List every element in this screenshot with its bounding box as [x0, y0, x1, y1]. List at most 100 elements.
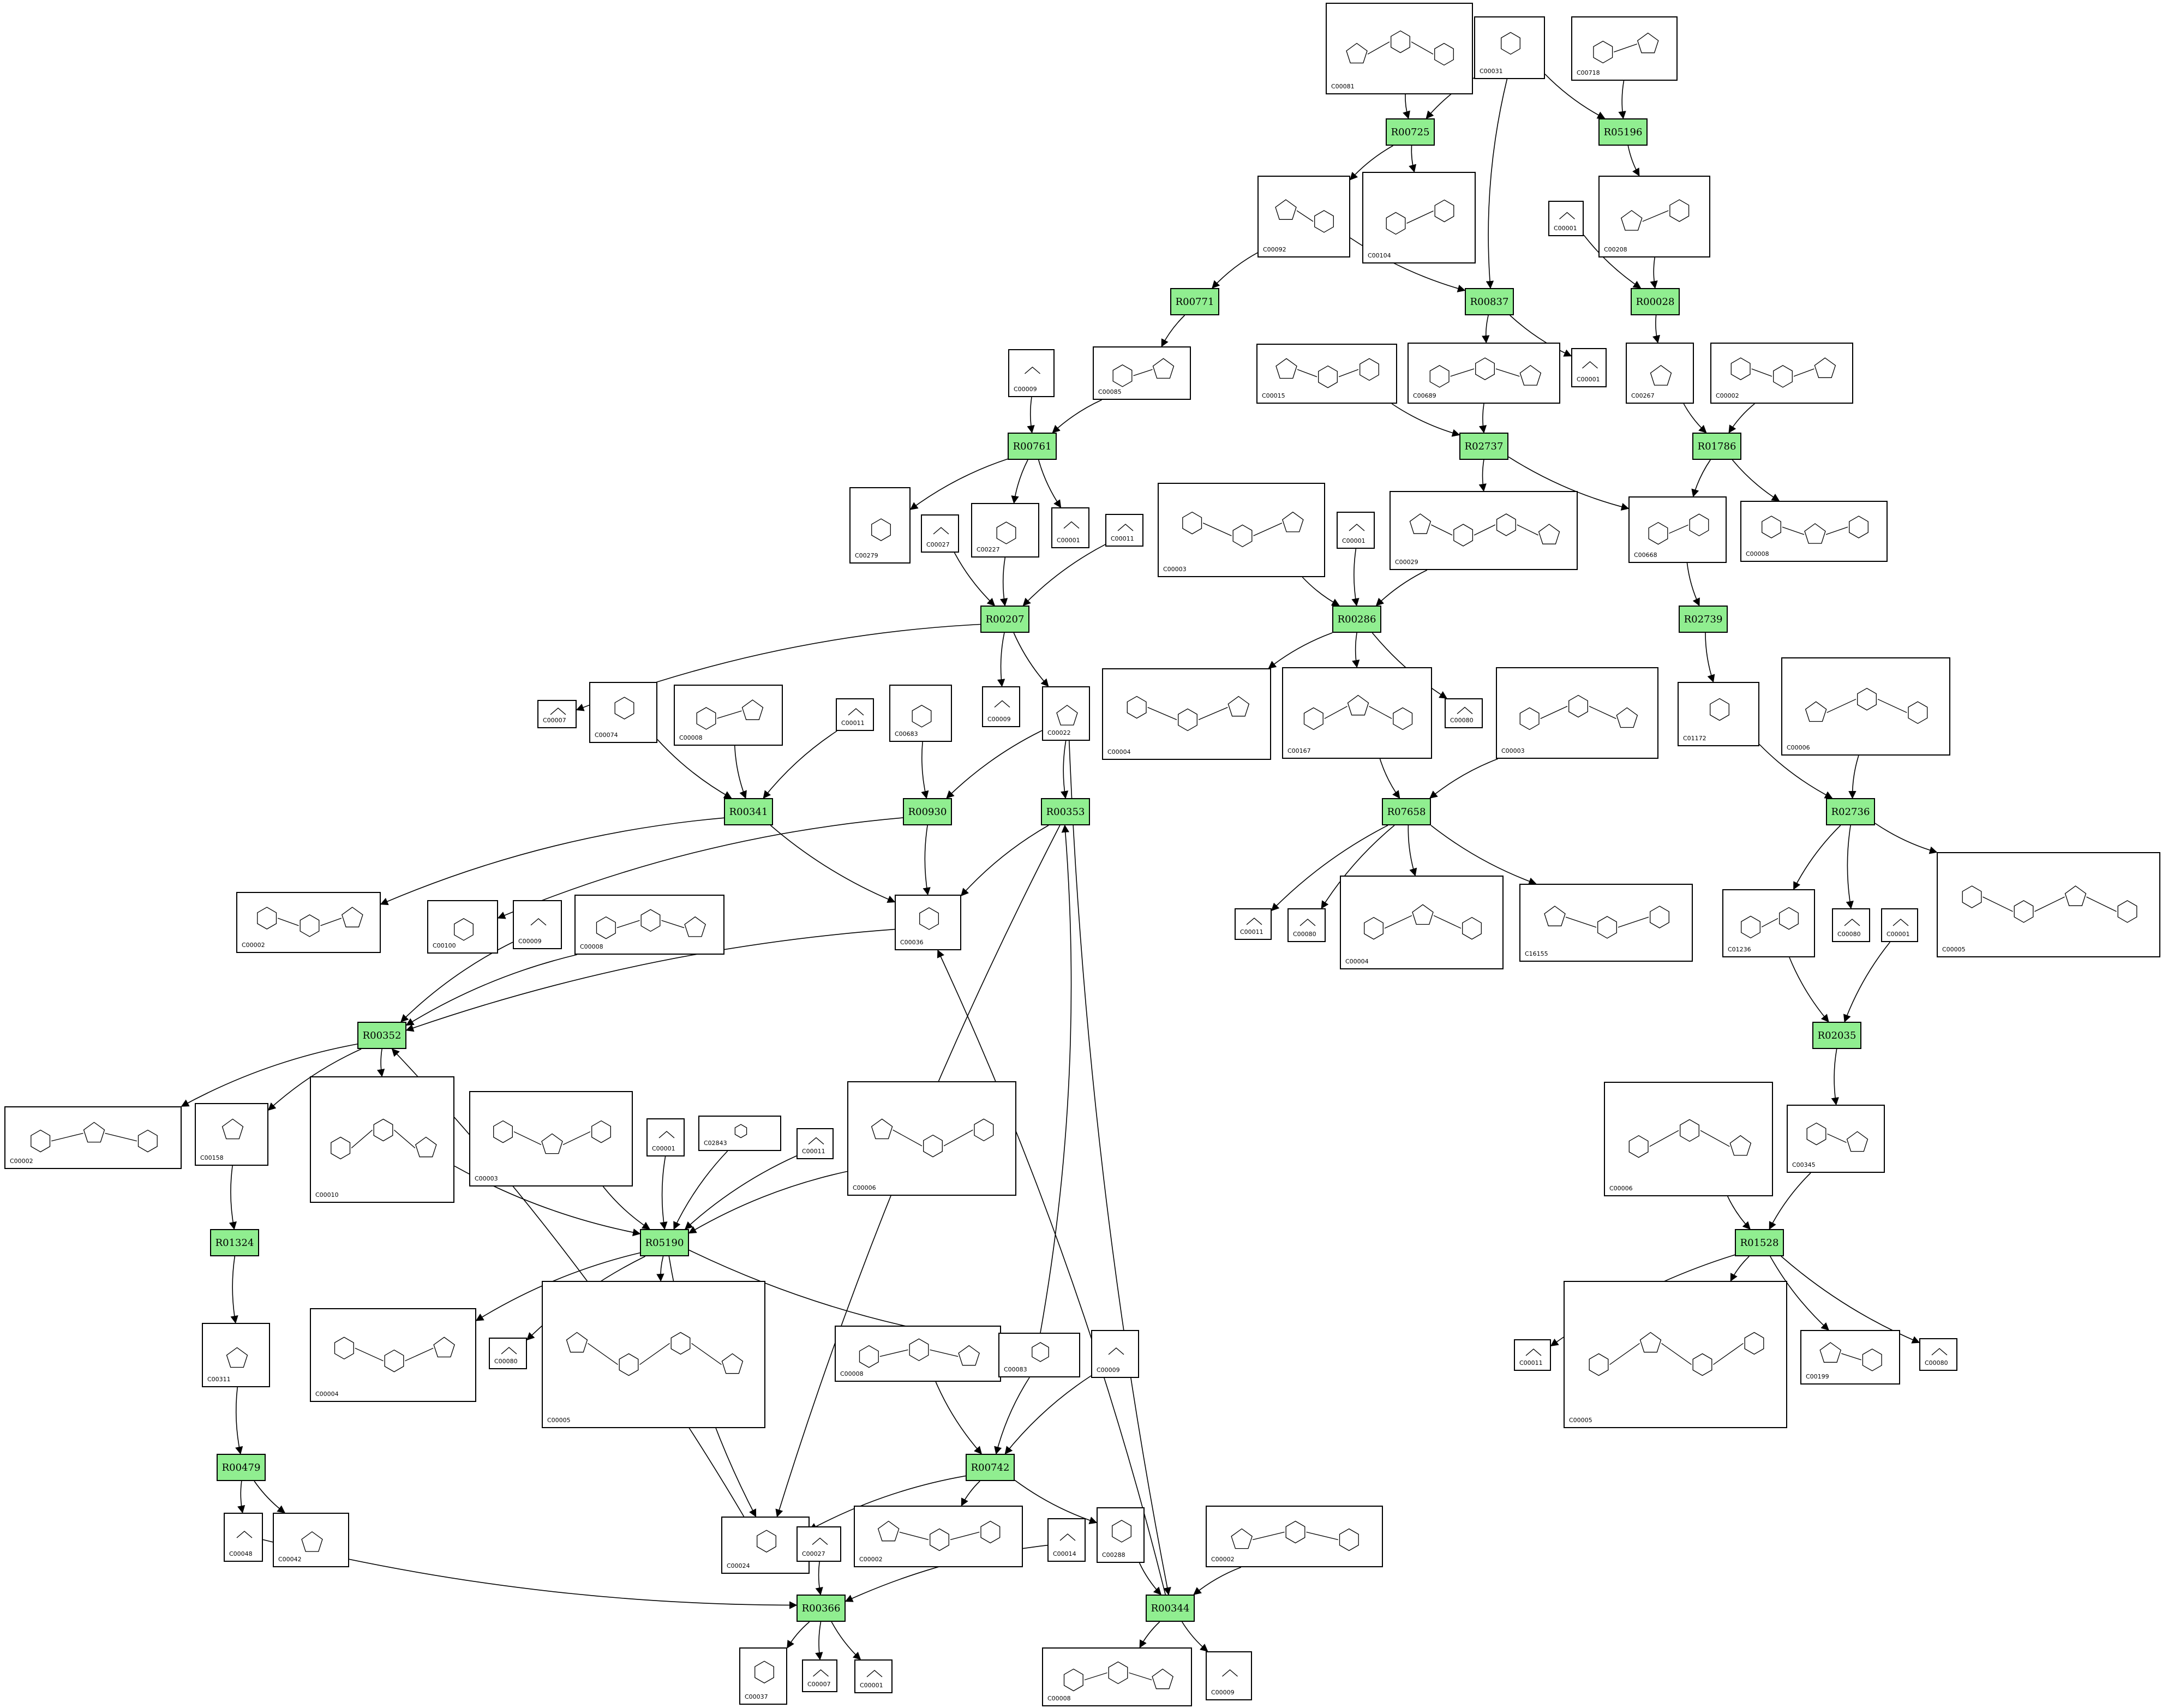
reaction-node[interactable]: R00479 [217, 1454, 266, 1481]
compound-node[interactable]: C00027 [921, 514, 959, 553]
compound-node[interactable]: C00080 [489, 1338, 527, 1369]
reaction-node[interactable]: R01528 [1735, 1229, 1784, 1256]
compound-node[interactable]: C01172 [1678, 682, 1759, 746]
compound-node[interactable]: C00011 [836, 698, 874, 731]
compound-node[interactable]: C00001 [1548, 201, 1584, 236]
reaction-node[interactable]: R07658 [1382, 798, 1431, 825]
compound-node[interactable]: C00003 [469, 1091, 633, 1186]
reaction-node[interactable]: R00352 [357, 1022, 406, 1049]
compound-node[interactable]: C00008 [835, 1326, 1001, 1382]
reaction-node[interactable]: R00771 [1170, 288, 1219, 315]
compound-node[interactable]: C00001 [646, 1118, 685, 1156]
compound-node[interactable]: C00001 [1881, 908, 1918, 942]
compound-node[interactable]: C00311 [202, 1323, 270, 1387]
reaction-node[interactable]: R01324 [210, 1229, 259, 1256]
reaction-node[interactable]: R00761 [1008, 433, 1057, 460]
reaction-node[interactable]: R00837 [1465, 288, 1514, 315]
compound-node[interactable]: C00036 [895, 895, 961, 950]
reaction-node[interactable]: R00930 [903, 798, 952, 825]
compound-node[interactable]: C00009 [1091, 1330, 1139, 1378]
compound-node[interactable]: C01236 [1722, 889, 1815, 957]
compound-node[interactable]: C00002 [1206, 1506, 1383, 1567]
reaction-node[interactable]: R00207 [980, 606, 1029, 633]
compound-node[interactable]: C00015 [1256, 344, 1397, 404]
compound-node[interactable]: C00004 [1102, 668, 1271, 760]
compound-node[interactable]: C00001 [1337, 512, 1375, 549]
compound-node[interactable]: C00009 [1008, 349, 1055, 397]
compound-node[interactable]: C00005 [1564, 1281, 1787, 1428]
compound-node[interactable]: C00718 [1571, 16, 1678, 81]
compound-node[interactable]: C00668 [1628, 496, 1727, 563]
compound-node[interactable]: C00011 [1514, 1339, 1551, 1371]
compound-node[interactable]: C00006 [1781, 657, 1950, 756]
compound-node[interactable]: C00002 [4, 1106, 182, 1169]
reaction-node[interactable]: R00344 [1146, 1595, 1195, 1622]
compound-node[interactable]: C00279 [849, 487, 911, 564]
compound-node[interactable]: C00006 [847, 1081, 1016, 1196]
compound-node[interactable]: C00683 [889, 685, 952, 742]
compound-node[interactable]: C00080 [1919, 1338, 1957, 1371]
compound-node[interactable]: C00006 [1604, 1082, 1773, 1196]
compound-node[interactable]: C00024 [721, 1517, 810, 1574]
compound-node[interactable]: C00048 [224, 1513, 263, 1562]
compound-node[interactable]: C00092 [1257, 176, 1350, 257]
reaction-node[interactable]: R00028 [1631, 288, 1680, 315]
compound-node[interactable]: C00001 [854, 1659, 893, 1693]
compound-node[interactable]: C00037 [739, 1647, 787, 1705]
reaction-node[interactable]: R02739 [1679, 606, 1728, 633]
reaction-node[interactable]: R01786 [1692, 433, 1741, 460]
compound-node[interactable]: C00007 [802, 1659, 837, 1692]
compound-node[interactable]: C00100 [427, 900, 498, 954]
compound-node[interactable]: C00009 [982, 686, 1020, 727]
compound-node[interactable]: C00208 [1598, 176, 1710, 257]
compound-node[interactable]: C00009 [513, 900, 562, 949]
compound-node[interactable]: C00085 [1093, 346, 1191, 400]
compound-node[interactable]: C00010 [310, 1076, 454, 1203]
compound-node[interactable]: C00004 [310, 1308, 476, 1402]
compound-node[interactable]: C00199 [1800, 1330, 1900, 1385]
compound-node[interactable]: C00002 [854, 1506, 1023, 1567]
reaction-node[interactable]: R00341 [724, 798, 773, 825]
compound-node[interactable]: C00005 [1937, 852, 2160, 957]
compound-node[interactable]: C00288 [1097, 1507, 1145, 1563]
reaction-node[interactable]: R02737 [1459, 433, 1508, 460]
reaction-node[interactable]: R00366 [796, 1595, 846, 1622]
compound-node[interactable]: C00031 [1474, 16, 1545, 79]
compound-node[interactable]: C00022 [1042, 686, 1090, 741]
compound-node[interactable]: C00267 [1626, 343, 1694, 404]
compound-node[interactable]: C02843 [698, 1116, 781, 1151]
reaction-node[interactable]: R00742 [966, 1454, 1015, 1481]
compound-node[interactable]: C00002 [236, 892, 381, 953]
compound-node[interactable]: C00001 [1051, 507, 1089, 548]
compound-node[interactable]: C00158 [195, 1103, 268, 1166]
compound-node[interactable]: C00080 [1287, 908, 1326, 942]
compound-node[interactable]: C00027 [796, 1526, 841, 1562]
compound-node[interactable]: C00011 [796, 1128, 834, 1159]
compound-node[interactable]: C00003 [1158, 483, 1325, 577]
compound-node[interactable]: C00009 [1206, 1651, 1252, 1700]
compound-node[interactable]: C00008 [674, 685, 783, 746]
compound-node[interactable]: C00167 [1282, 667, 1432, 759]
compound-node[interactable]: C00014 [1047, 1518, 1086, 1562]
reaction-node[interactable]: R02736 [1826, 798, 1875, 825]
compound-node[interactable]: C00042 [273, 1513, 349, 1567]
reaction-node[interactable]: R00725 [1386, 118, 1435, 146]
reaction-node[interactable]: R05190 [640, 1229, 689, 1256]
compound-node[interactable]: C00008 [1740, 501, 1888, 562]
compound-node[interactable]: C16155 [1519, 884, 1693, 962]
compound-node[interactable]: C00080 [1445, 698, 1483, 728]
compound-node[interactable]: C00004 [1340, 876, 1504, 969]
compound-node[interactable]: C00080 [1832, 908, 1870, 942]
compound-node[interactable]: C00104 [1362, 172, 1476, 263]
compound-node[interactable]: C00011 [1235, 908, 1272, 940]
compound-node[interactable]: C00007 [537, 700, 577, 728]
compound-node[interactable]: C00074 [589, 682, 657, 743]
compound-node[interactable]: C00345 [1787, 1105, 1885, 1173]
compound-node[interactable]: C00083 [998, 1333, 1080, 1377]
compound-node[interactable]: C00001 [1571, 348, 1607, 387]
compound-node[interactable]: C00081 [1326, 3, 1473, 94]
compound-node[interactable]: C00003 [1496, 667, 1658, 759]
compound-node[interactable]: C00005 [542, 1281, 765, 1428]
compound-node[interactable]: C00008 [574, 895, 724, 955]
compound-node[interactable]: C00227 [971, 503, 1039, 558]
